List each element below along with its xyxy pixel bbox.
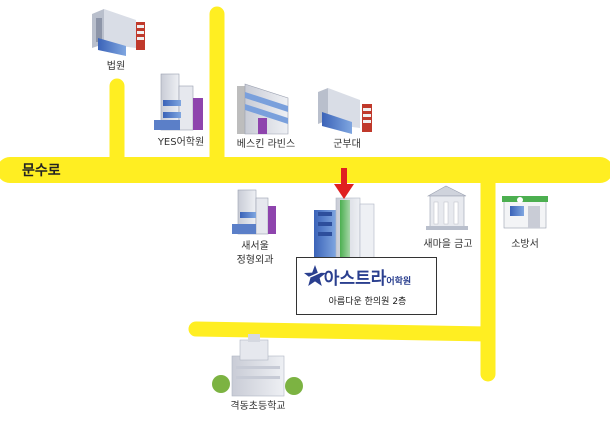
roads bbox=[0, 6, 610, 382]
military-building-icon bbox=[318, 88, 372, 134]
label-fire-station: 소방서 bbox=[511, 239, 539, 250]
academy-subtitle: 아름다운 한의원 2층 bbox=[328, 297, 407, 307]
label-court: 법원 bbox=[106, 61, 126, 72]
star-icon bbox=[304, 265, 326, 286]
target-academy-label: 아스트라어학원 아름다운 한의원 2층 bbox=[296, 257, 437, 315]
label-clinic-line1: 새서울 bbox=[241, 241, 269, 252]
label-clinic-line2: 정형외과 bbox=[236, 255, 274, 266]
label-school: 격동초등학교 bbox=[230, 401, 286, 412]
academy-name: 아스트라어학원 bbox=[297, 264, 438, 289]
label-baskin-robbins: 베스킨 라빈스 bbox=[236, 139, 296, 150]
road-label-munsu: 문수로 bbox=[22, 163, 61, 179]
school-building-icon bbox=[212, 334, 303, 397]
clinic-building-icon bbox=[232, 189, 276, 235]
label-military: 군부대 bbox=[333, 139, 361, 150]
baskin-robbins-building-icon bbox=[237, 83, 289, 135]
location-arrow-icon bbox=[334, 168, 354, 199]
bank-building-icon bbox=[426, 185, 468, 230]
fire-station-building-icon bbox=[502, 196, 548, 229]
yes-academy-building-icon bbox=[154, 73, 203, 131]
label-yes-academy: YES어학원 bbox=[157, 137, 205, 148]
road-lower-horizontal bbox=[188, 321, 496, 342]
academy-name-main: 아스트라 bbox=[323, 269, 387, 289]
court-building-icon bbox=[92, 9, 145, 56]
target-building-icon bbox=[314, 197, 375, 263]
label-bank: 새마을 금고 bbox=[423, 239, 473, 250]
academy-name-suffix: 어학원 bbox=[386, 277, 412, 287]
